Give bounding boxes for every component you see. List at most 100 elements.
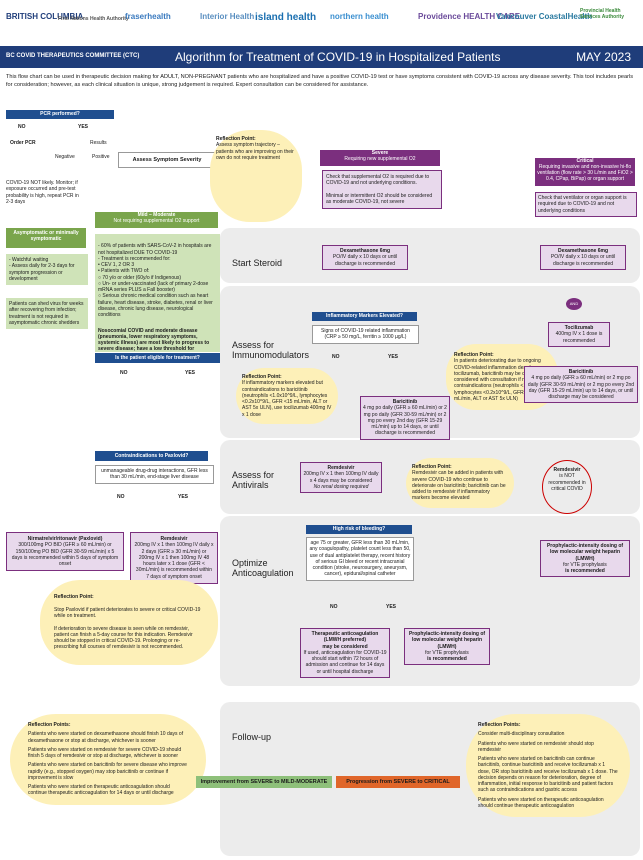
reflection-body: Remdesivir can be added in patients with… xyxy=(412,470,506,502)
prophylactic-lmwh: Prophylactic-intensity dosing of low mol… xyxy=(404,628,490,666)
proph-title: Prophylactic-intensity dosing of low mol… xyxy=(408,631,486,650)
pcr-negative: Negative xyxy=(55,154,75,160)
reflection-body: If inflammatory markers elevated but con… xyxy=(242,380,332,418)
reflection-body: In patients deteriorating due to ongoing… xyxy=(454,358,550,402)
intro-text: This flow chart can be used in therapeut… xyxy=(6,74,633,88)
followup-point: Consider multi-disciplinary consultation xyxy=(478,731,565,738)
band-label: Start Steroid xyxy=(232,258,283,268)
barici-title: Baricitinib xyxy=(392,399,418,405)
eligible-no: NO xyxy=(120,370,128,376)
toci-title: Tocilizumab xyxy=(564,325,594,331)
mild-criteria: - 60% of patients with SARS-CoV-2 in hos… xyxy=(95,234,220,359)
followup-point: Patients who were started on dexamethaso… xyxy=(28,731,184,744)
assess-severity: Assess Symptom Severity xyxy=(118,152,216,168)
bleed-yes: YES xyxy=(386,604,397,610)
followup-point: Patients who were started on remdesivir … xyxy=(478,740,594,753)
followup-left: Reflection Points: Patients who were sta… xyxy=(10,714,206,805)
logo-fnha: First Nations Health Authority xyxy=(58,16,129,22)
mild-sub: Not requiring supplemental O2 support xyxy=(113,218,200,224)
reflection-title: Reflection Point: xyxy=(454,352,494,358)
reflection-title: Reflection Point: xyxy=(54,594,94,601)
dexa-severe: Dexamethasone 6mg PO/IV daily x 10 days … xyxy=(322,245,408,270)
therapeutic-anticoag: Therapeutic anticoagulation (LMWH prefer… xyxy=(300,628,390,678)
reflection-2: Reflection Point: Stop Paxlovid if patie… xyxy=(40,580,218,665)
remdesivir-title: Remdesivir xyxy=(160,536,188,542)
reflection-title: Reflection Point: xyxy=(216,136,256,142)
remdesivir-mild-box: Remdesivir 200mg IV x 1 then 100mg IV da… xyxy=(130,532,218,584)
toci-dose: 400mg IV x 1 dose is recommended xyxy=(555,331,603,344)
logo-fraser: fraserhealth xyxy=(125,12,171,21)
logo-bc: BRITISH COLUMBIA xyxy=(6,12,84,21)
logo-vch: Vancouver CoastalHealth xyxy=(496,12,593,21)
band-label: Follow-up xyxy=(232,732,272,742)
followup-point: Patients who were started on baricitinib… xyxy=(478,756,618,794)
pcr-positive: Positive xyxy=(92,154,110,160)
reflection-4: Reflection Point: If inflammatory marker… xyxy=(236,368,338,424)
reflection-title: Reflection Points: xyxy=(478,722,521,728)
paxlovid-dose: 300/100mg PO BID (GFR ≥ 60 mL/min) or 15… xyxy=(11,542,119,567)
dexa-title: Dexamethasone 6mg xyxy=(557,248,609,254)
pcr-yes: YES xyxy=(78,124,89,130)
critical-check: Check that ventilator or organ support i… xyxy=(535,192,637,217)
remdesivir-dose: 200mg IV x 1 then 100mg IV daily x 2 day… xyxy=(134,542,214,580)
bleed-no: NO xyxy=(330,604,338,610)
reflection-body: Stop Paxlovid if patient deteriorates to… xyxy=(54,606,201,651)
dexa-critical: Dexamethasone 6mg PO/IV daily x 10 days … xyxy=(540,245,626,270)
paxlovid-box: Nirmatrelvir/ritonavir (Paxlovid) 300/10… xyxy=(6,532,124,572)
band-label: Optimize Anticoagulation xyxy=(232,558,294,578)
shedding-note: Patients can shed virus for weeks after … xyxy=(6,298,88,329)
and-node: AND xyxy=(566,298,582,310)
page-date: MAY 2023 xyxy=(576,50,631,64)
remdes-title: Remdesivir xyxy=(327,465,355,471)
mild-title: Mild – Moderate xyxy=(137,212,176,218)
barici-dose: 4 mg po daily (GFR ≥ 60 mL/min) or 2 mg … xyxy=(527,375,635,400)
followup-point: Patients who were started on baricitinib… xyxy=(28,762,187,781)
pcr-no: NO xyxy=(18,124,26,130)
dexa-dose: PO/IV daily x 10 days or until discharge… xyxy=(550,254,616,267)
tac-title: Therapeutic anticoagulation (LMWH prefer… xyxy=(311,631,379,644)
logo-bar: BRITISH COLUMBIA First Nations Health Au… xyxy=(0,0,643,44)
severe-title: Severe Requiring new supplemental O2 xyxy=(320,150,440,166)
inflam-criteria: Signs of COVID-19 related inflammation (… xyxy=(312,325,419,344)
proph-sub: for VTE prophylaxis xyxy=(563,561,607,568)
tac-sub: may be considered xyxy=(322,643,368,650)
remdes-not-title: Remdesivir xyxy=(553,467,581,473)
dexa-title: Dexamethasone 6mg xyxy=(339,248,391,254)
band-label: Assess for Antivirals xyxy=(232,470,275,490)
barici-dose: 4 mg po daily (GFR ≥ 60 mL/min) or 2 mg … xyxy=(363,405,447,437)
bleeding-question: High risk of bleeding? xyxy=(306,525,412,534)
reflection-body: Assess symptom trajectory – patients who… xyxy=(216,142,294,161)
page-title: Algorithm for Treatment of COVID-19 in H… xyxy=(175,50,501,64)
remdesivir-severe: Remdesivir 200mg IV x 1 then 100mg IV da… xyxy=(300,462,382,493)
eligible-yes: YES xyxy=(185,370,196,376)
paxlovid-contra-question: Contraindications to Paxlovid? xyxy=(95,451,208,461)
contra-no: NO xyxy=(117,494,125,500)
followup-point: Patients who were started on remdesivir … xyxy=(28,746,182,759)
title-bar: BC COVID THERAPEUTICS COMMITTEE (CTC) Al… xyxy=(0,46,643,68)
proph-rec: is recommended xyxy=(427,656,467,662)
band-label: Assess for Immunomodulators xyxy=(232,340,310,360)
contra-yes: YES xyxy=(178,494,189,500)
remdes-note: No renal dosing required xyxy=(313,483,369,490)
asymptomatic-title: Asymptomatic or minimally symptomatic xyxy=(6,228,86,248)
dexa-dose: PO/IV daily x 10 days or until discharge… xyxy=(332,254,398,267)
prophylactic-lmwh-critical: Prophylactic-intensity dosing of low mol… xyxy=(540,540,630,578)
inflam-no: NO xyxy=(332,354,340,360)
proph-sub: for VTE prophylaxis xyxy=(425,649,469,656)
remdes-not-body: is NOT recommended in critical COVID xyxy=(548,473,586,492)
not-likely-note: COVID-19 NOT likely. Monitor; if exposur… xyxy=(6,180,79,205)
reflection-title: Reflection Points: xyxy=(28,722,71,728)
severe-label: Severe xyxy=(371,150,389,156)
bleeding-criteria: age 75 or greater, GFR less than 30 mL/m… xyxy=(306,537,414,581)
critical-sub: Requiring invasive and non-invasive hi-f… xyxy=(537,164,633,182)
pcr-results: Results xyxy=(90,140,107,146)
eligible-question: Is the patient eligible for treatment? xyxy=(95,353,220,363)
critical-title: Critical Requiring invasive and non-inva… xyxy=(535,158,635,186)
logo-phsa: Provincial Health Services Authority xyxy=(580,8,624,20)
mild-moderate-title: Mild – Moderate Not requiring supplement… xyxy=(95,212,218,228)
contra-list: unmanageable drug-drug interactions, GFR… xyxy=(95,465,214,484)
remdes-dose: 200mg IV x 1 then 100mg IV daily x 4 day… xyxy=(303,471,379,484)
followup-right: Reflection Points: Consider multi-discip… xyxy=(466,714,630,817)
proph-rec: is recommended xyxy=(565,568,605,574)
committee-name: BC COVID THERAPEUTICS COMMITTEE (CTC) xyxy=(6,53,140,59)
